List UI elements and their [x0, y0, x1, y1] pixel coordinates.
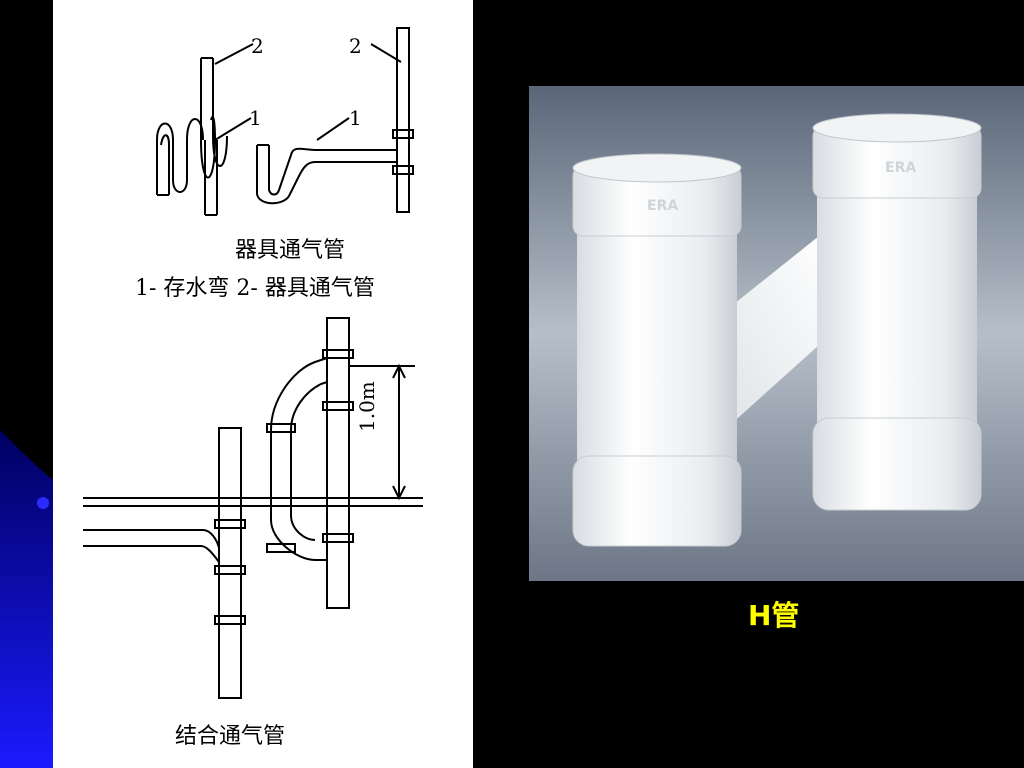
combined-vent-title: 结合通气管 [175, 724, 286, 749]
accent-dot [37, 497, 49, 509]
photo-caption: H管 [748, 599, 800, 632]
left-pipe [572, 153, 742, 547]
callout-1-right: 1 [349, 106, 362, 130]
h-pipe-illustration [529, 86, 1024, 581]
dimension-label: 1.0m [355, 381, 379, 432]
s-trap-figure [156, 43, 254, 216]
p-trap-figure [256, 27, 414, 213]
branch-pipe [719, 236, 829, 426]
callout-2-left: 2 [251, 34, 264, 58]
brand-mark-right: ERA [885, 160, 917, 176]
diagram-panel: 2 1 2 1 器具通气管 1- 存水弯 2- 器具通气管 1.0m 结合通气管 [53, 0, 473, 768]
pipe-vent-diagram [83, 27, 423, 699]
callout-2-right: 2 [349, 34, 362, 58]
h-pipe-photo: ERA ERA [529, 86, 1024, 581]
combined-vent-figure [83, 317, 423, 699]
brand-mark-left: ERA [647, 198, 679, 214]
fixture-vent-legend: 1- 存水弯 2- 器具通气管 [135, 276, 375, 301]
callout-1-left: 1 [249, 106, 262, 130]
fixture-vent-title: 器具通气管 [235, 238, 346, 263]
right-pipe [812, 113, 982, 511]
